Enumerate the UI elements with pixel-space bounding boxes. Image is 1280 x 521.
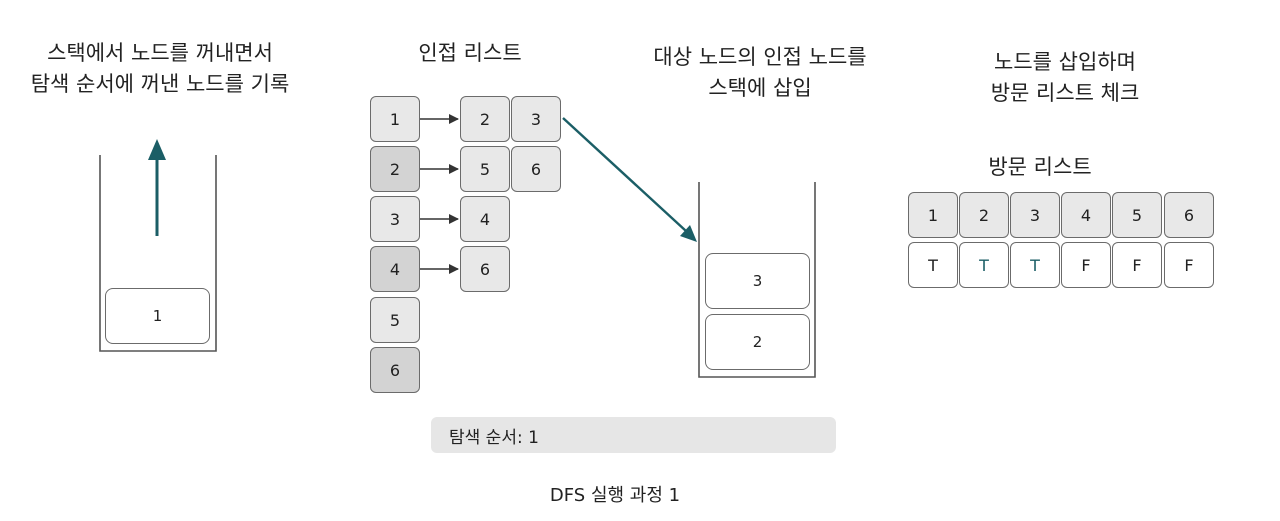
push-heading-line-1: 대상 노드의 인접 노드를 (653, 45, 867, 69)
right-stack-container (698, 182, 816, 378)
visited-flag-5: F (1112, 242, 1162, 288)
visit-node-5: 5 (1112, 192, 1162, 238)
left-stack-container (99, 155, 217, 352)
visit-node-4: 4 (1061, 192, 1111, 238)
neighbor-3-a: 4 (460, 196, 510, 242)
push-arrow-shaft (562, 117, 687, 232)
traversal-order-label: 탐색 순서: 1 (449, 427, 539, 448)
neighbor-4-a: 6 (460, 246, 510, 292)
adjacency-list-heading: 인접 리스트 (418, 41, 522, 65)
pop-arrow-head (148, 139, 166, 160)
pop-heading-line-2: 탐색 순서에 꺼낸 노드를 기록 (30, 72, 290, 96)
push-heading-line-2: 스택에 삽입 (708, 76, 812, 100)
right-stack-item-bottom: 2 (705, 314, 810, 370)
adjacency-node-4: 4 (370, 246, 420, 292)
adjacency-node-5: 5 (370, 297, 420, 343)
visited-flag-1: T (908, 242, 958, 288)
pop-heading-line-1: 스택에서 노드를 꺼내면서 (47, 41, 273, 65)
visited-flag-2: T (959, 242, 1009, 288)
visited-flag-3: T (1010, 242, 1060, 288)
visit-node-1: 1 (908, 192, 958, 238)
push-heading: 대상 노드의 인접 노드를 스택에 삽입 (620, 42, 900, 104)
visit-node-6: 6 (1164, 192, 1214, 238)
visit-heading-line-2: 방문 리스트 체크 (990, 81, 1140, 105)
left-stack-item: 1 (105, 288, 210, 344)
visit-node-3: 3 (1010, 192, 1060, 238)
adjacency-node-1: 1 (370, 96, 420, 142)
figure-caption: DFS 실행 과정 1 (549, 485, 681, 506)
adjacency-node-6: 6 (370, 347, 420, 393)
neighbor-2-a: 5 (460, 146, 510, 192)
neighbor-2-b: 6 (511, 146, 561, 192)
visit-node-2: 2 (959, 192, 1009, 238)
visit-list-title: 방문 리스트 (988, 155, 1092, 179)
neighbor-1-b: 3 (511, 96, 561, 142)
visit-heading-line-1: 노드를 삽입하며 (994, 50, 1136, 74)
visited-flag-4: F (1061, 242, 1111, 288)
visited-flag-6: F (1164, 242, 1214, 288)
pop-heading: 스택에서 노드를 꺼내면서 탐색 순서에 꺼낸 노드를 기록 (10, 38, 310, 100)
neighbor-1-a: 2 (460, 96, 510, 142)
right-stack-item-top: 3 (705, 253, 810, 309)
adjacency-node-3: 3 (370, 196, 420, 242)
adjacency-node-2: 2 (370, 146, 420, 192)
traversal-order-bar: 탐색 순서: 1 (431, 417, 836, 453)
visit-heading: 노드를 삽입하며 방문 리스트 체크 (940, 47, 1190, 109)
push-arrow-head (680, 225, 697, 242)
